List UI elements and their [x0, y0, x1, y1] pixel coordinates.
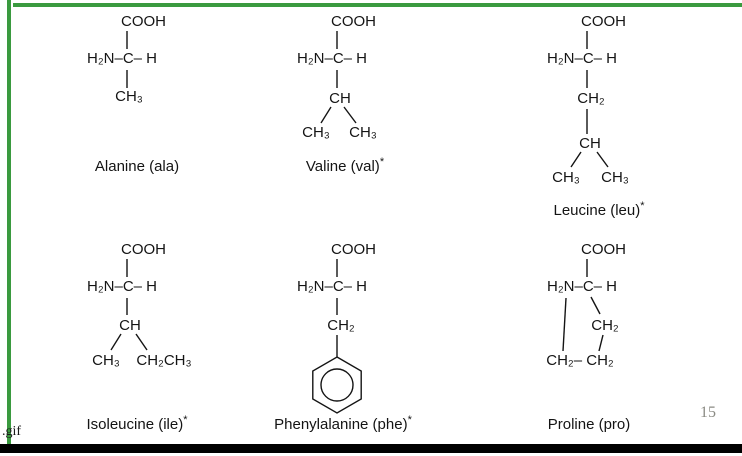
molecule-label-text: Leucine (leu)	[554, 202, 641, 219]
molecule-phenylalanine: COOH H₂N–C– H CH₂ Phenylalanine (phe)*	[274, 241, 412, 433]
bond-line	[320, 106, 332, 124]
molecule-label-star: *	[640, 200, 645, 212]
molecule-isoleucine: COOH H₂N–C– H CH CH₃ CH₂CH₃ Isoleucine (ile)*	[87, 241, 192, 433]
atom-label: CH	[579, 135, 601, 152]
bond-line	[598, 334, 604, 352]
atom-label: CH₃	[302, 124, 330, 141]
atom-label: H₂N–C– H	[87, 278, 157, 295]
molecule-label: Proline (pro)	[548, 416, 631, 433]
molecule-label: Valine (val)*	[306, 156, 385, 175]
atom-label: CH₃	[92, 352, 120, 369]
page-number: 15	[700, 404, 716, 421]
atom-label: CH₃	[552, 169, 580, 186]
bond-line	[110, 333, 122, 351]
filename-text: .gif	[2, 424, 22, 439]
top-border-line	[13, 3, 742, 7]
atom-label: COOH	[121, 241, 166, 258]
atom-label: CH₂	[577, 90, 605, 107]
atom-label: CH₃	[601, 169, 629, 186]
molecule-label-text: Proline (pro)	[548, 416, 631, 433]
atom-label: COOH	[331, 241, 376, 258]
atom-label: CH₃	[115, 88, 143, 105]
atom-label: CH₂	[591, 317, 619, 334]
molecule-label-text: Alanine (ala)	[95, 158, 179, 175]
molecule-label-text: Valine (val)	[306, 158, 380, 175]
atom-label: CH₃	[349, 124, 377, 141]
atom-label: H₂N–C– H	[297, 278, 367, 295]
molecule-label-text: Phenylalanine (phe)	[274, 416, 407, 433]
atom-label: CH	[119, 317, 141, 334]
molecule-proline: COOH H₂N–C– H CH₂ CH₂– CH₂ Proline (pro)	[546, 241, 630, 433]
atom-label: H₂N–C– H	[297, 50, 367, 67]
molecule-label: Alanine (ala)	[95, 158, 179, 175]
atom-label: COOH	[581, 241, 626, 258]
atom-label: CH	[329, 90, 351, 107]
atom-label: CH₂CH₃	[136, 352, 191, 369]
molecule-label-star: *	[408, 414, 413, 426]
benzene-hexagon	[312, 356, 362, 414]
atom-label: COOH	[581, 13, 626, 30]
bond-line	[596, 151, 609, 168]
atom-label: H₂N–C– H	[87, 50, 157, 67]
bond-line	[562, 297, 567, 352]
molecule-label: Phenylalanine (phe)*	[274, 414, 412, 433]
atom-label: CH₂	[327, 317, 355, 334]
atom-label: COOH	[121, 13, 166, 30]
bottom-bar	[0, 444, 742, 453]
molecule-valine: COOH H₂N–C– H CH CH₃ CH₃ Valine (val)*	[297, 13, 385, 175]
bond-line	[135, 333, 148, 351]
molecule-label-star: *	[380, 156, 385, 168]
molecule-label-star: *	[183, 414, 188, 426]
molecule-label: Leucine (leu)*	[554, 200, 646, 219]
molecule-label: Isoleucine (ile)*	[87, 414, 189, 433]
atom-label: H₂N–C– H	[547, 278, 617, 295]
benzene-circle	[320, 368, 354, 402]
atom-label: CH₂– CH₂	[546, 352, 614, 369]
molecule-label-text: Isoleucine (ile)	[87, 416, 184, 433]
atom-label: COOH	[331, 13, 376, 30]
bond-line	[590, 296, 601, 315]
atom-label: H₂N–C– H	[547, 50, 617, 67]
molecule-alanine: COOH H₂N–C– H CH₃ Alanine (ala)	[87, 13, 179, 175]
left-border-line	[7, 0, 11, 444]
bond-line	[343, 106, 357, 124]
bond-line	[570, 151, 582, 168]
